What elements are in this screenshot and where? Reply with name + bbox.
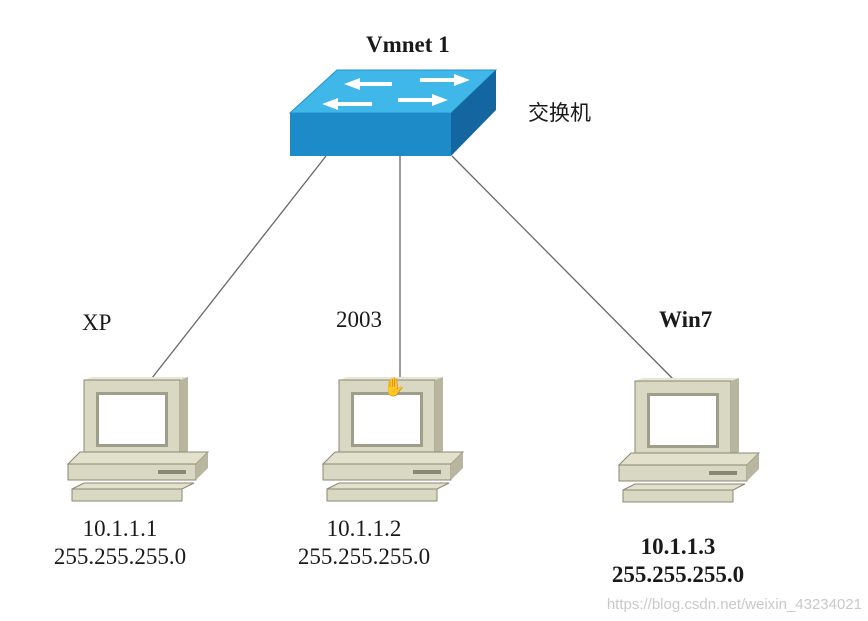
host-name-win7: Win7 xyxy=(659,307,713,332)
host-address-2003: 10.1.1.2 255.255.255.0 xyxy=(264,515,464,571)
watermark: https://blog.csdn.net/weixin_43234021 xyxy=(606,596,862,613)
host-mask: 255.255.255.0 xyxy=(53,544,187,569)
host-mask: 255.255.255.0 xyxy=(297,544,431,569)
host-ip: 10.1.1.3 xyxy=(640,534,716,559)
link-switch-win7 xyxy=(451,155,675,381)
link-switch-xp xyxy=(151,155,327,379)
switch-type-label: 交换机 xyxy=(528,101,591,125)
computer-icon-win7 xyxy=(617,378,761,503)
host-name-xp: XP xyxy=(82,310,112,335)
host-address-xp: 10.1.1.1 255.255.255.0 xyxy=(20,515,220,571)
host-address-win7: 10.1.1.3 255.255.255.0 xyxy=(578,533,778,589)
switch-name: Vmnet 1 xyxy=(366,32,450,57)
host-ip: 10.1.1.2 xyxy=(326,516,402,541)
host-name-2003: 2003 xyxy=(336,307,382,332)
computer-icon-2003 xyxy=(321,377,465,502)
host-ip: 10.1.1.1 xyxy=(82,516,158,541)
switch-icon xyxy=(288,69,498,156)
computer-icon-xp xyxy=(66,377,210,502)
host-mask: 255.255.255.0 xyxy=(611,562,745,587)
hand-cursor-icon: ✋ xyxy=(383,377,406,397)
